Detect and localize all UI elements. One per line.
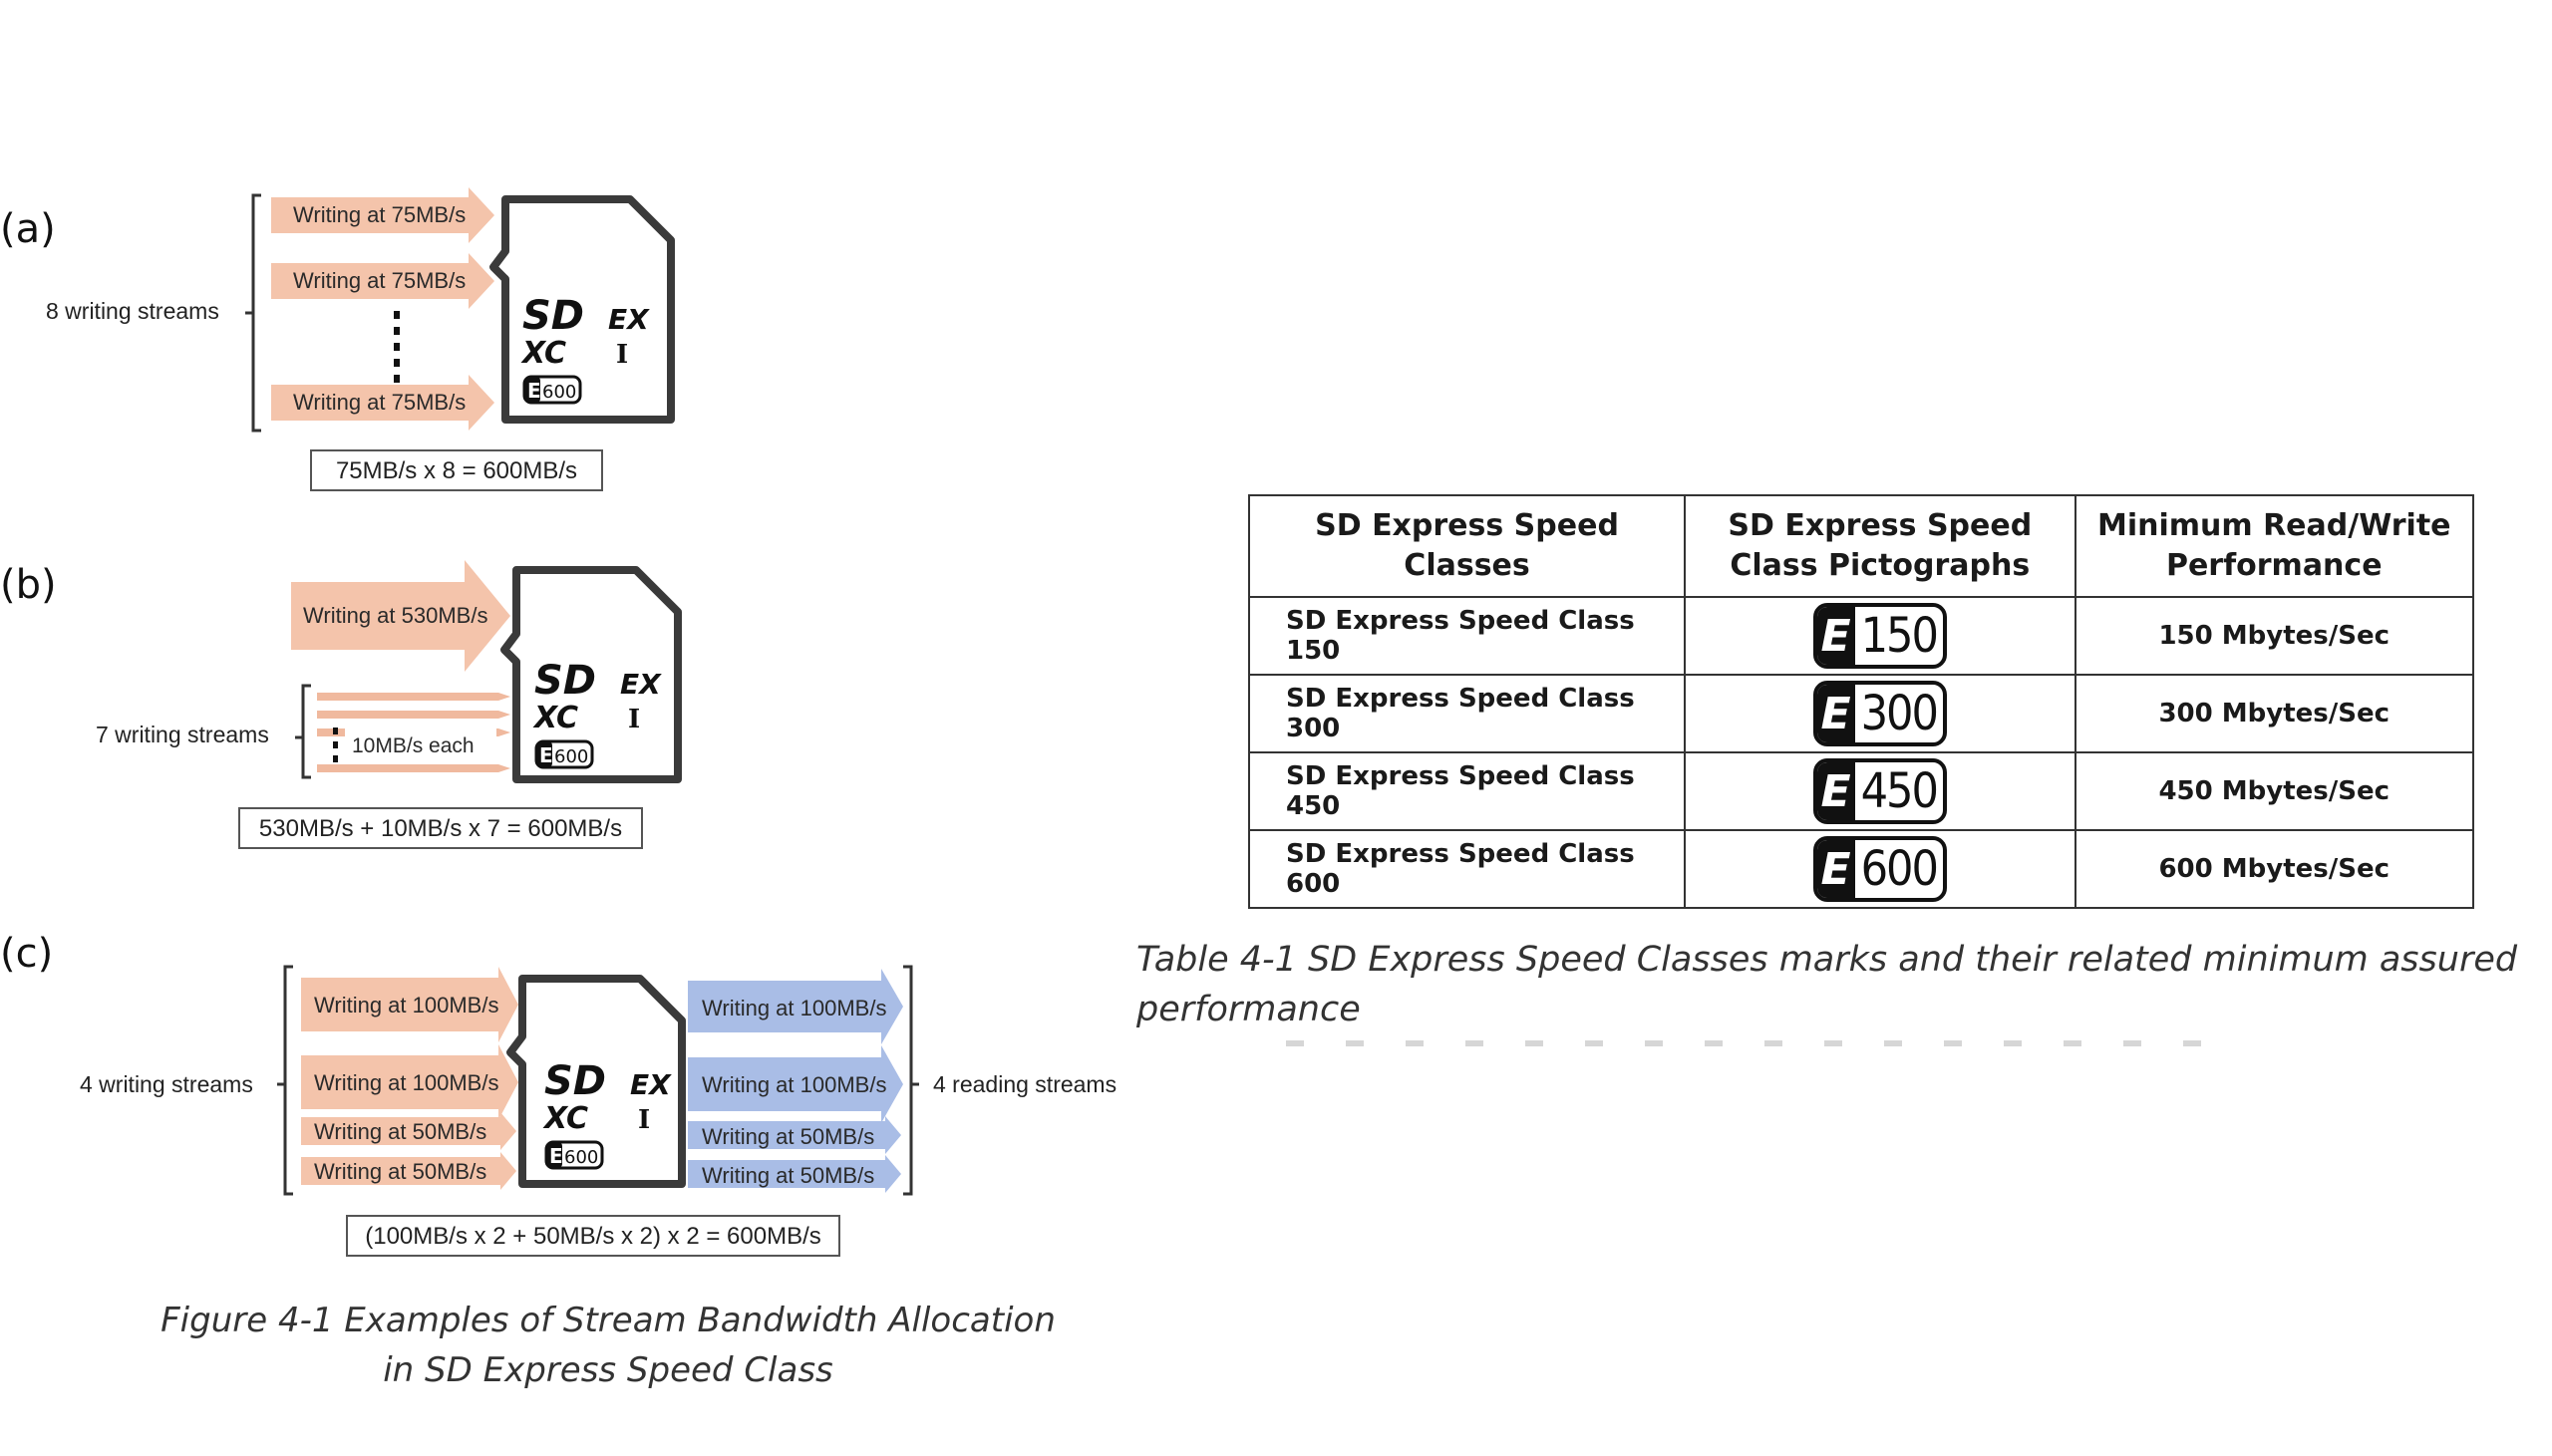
panel-b: (b) Writing at 530MB/s 7 writing streams… [0, 560, 682, 849]
panel-b-big-arrow-label: Writing at 530MB/s [303, 603, 487, 628]
panel-b-note-bg [345, 728, 496, 762]
panel-c-read-arrow-1-label: Writing at 100MB/s [702, 996, 886, 1020]
speed-class-name: SD Express Speed Class 450 [1247, 751, 1687, 831]
panel-b-label: (b) [0, 562, 57, 608]
pictograph-number: 150 [1860, 608, 1939, 664]
panel-a-arrow-2-label: Writing at 75MB/s [293, 268, 466, 293]
panel-c-read-arrow-3-label: Writing at 50MB/s [702, 1124, 874, 1149]
pictograph-e: E [1816, 685, 1855, 742]
table-header-pictographs: SD Express Speed Class Pictographs [1684, 494, 2076, 598]
panel-b-big-arrow [291, 560, 510, 672]
pictograph-number: 450 [1860, 763, 1939, 819]
panel-c-read-arrow-1 [688, 969, 903, 1044]
panel-c: (c) 4 writing streams 4 reading streams … [0, 931, 1116, 1257]
panel-c-right-bracket [903, 965, 919, 1196]
panel-c-write-arrow-4-label: Writing at 50MB/s [314, 1159, 486, 1184]
panel-a-ellipsis [394, 311, 400, 383]
panel-a-equation-box [310, 449, 603, 491]
table-header-row: SD Express Speed Classes SD Express Spee… [1247, 494, 2475, 598]
panel-c-write-arrow-2-label: Writing at 100MB/s [314, 1070, 498, 1095]
panel-c-read-arrow-4-label: Writing at 50MB/s [702, 1163, 874, 1188]
panel-c-write-arrow-2 [301, 1044, 518, 1120]
stream-allocation-figure: SD XC EX I E 600 (a) 8 writing streams W… [0, 187, 1116, 1257]
pictograph-number: 600 [1860, 841, 1939, 897]
faded-text-line [1286, 1040, 2213, 1046]
panel-c-read-arrow-3 [688, 1116, 901, 1154]
table-header-classes: SD Express Speed Classes [1247, 494, 1687, 598]
panel-c-right-label: 4 reading streams [933, 1071, 1116, 1097]
panel-c-write-arrow-4 [301, 1152, 516, 1190]
panel-c-write-arrow-3 [301, 1112, 516, 1150]
panel-c-read-arrow-2-label: Writing at 100MB/s [702, 1072, 886, 1097]
panel-c-equation-box [346, 1215, 840, 1257]
panel-c-write-arrow-1 [301, 967, 518, 1042]
panel-c-label: (c) [0, 931, 53, 977]
pictograph-e: E [1816, 762, 1855, 820]
speed-class-performance: 150 Mbytes/Sec [2074, 596, 2475, 676]
panel-c-left-label: 4 writing streams [80, 1071, 253, 1097]
speed-class-name: SD Express Speed Class 600 [1247, 829, 1687, 909]
panel-b-note: 10MB/s each [352, 734, 475, 757]
speed-class-name: SD Express Speed Class 300 [1247, 674, 1687, 753]
panel-a-equation: 75MB/s x 8 = 600MB/s [336, 457, 577, 484]
panel-b-equation: 530MB/s + 10MB/s x 7 = 600MB/s [259, 815, 622, 842]
figure-caption-line-1: Figure 4-1 Examples of Stream Bandwidth … [160, 1301, 1056, 1340]
panel-a-bracket [245, 193, 261, 433]
panel-c-read-arrow-2 [688, 1045, 903, 1123]
speed-class-name: SD Express Speed Class 150 [1247, 596, 1687, 676]
panel-a-arrow-2 [271, 253, 494, 309]
pictograph-number: 300 [1860, 686, 1939, 741]
speed-class-performance: 450 Mbytes/Sec [2074, 751, 2475, 831]
speed-class-performance: 300 Mbytes/Sec [2074, 674, 2475, 753]
figure-caption-line-2: in SD Express Speed Class [383, 1350, 833, 1390]
panel-c-write-arrow-1-label: Writing at 100MB/s [314, 993, 498, 1018]
panel-c-write-arrow-3-label: Writing at 50MB/s [314, 1119, 486, 1144]
panel-a-streams-label: 8 writing streams [46, 298, 219, 324]
panel-a-label: (a) [0, 206, 56, 252]
panel-a-arrow-3-label: Writing at 75MB/s [293, 390, 466, 415]
table-header-performance: Minimum Read/Write Performance [2074, 494, 2475, 598]
panel-b-bracket [295, 684, 311, 779]
panel-a-arrow-1-label: Writing at 75MB/s [293, 202, 466, 227]
panel-b-streams-label: 7 writing streams [96, 722, 269, 747]
panel-c-left-bracket [277, 965, 293, 1196]
table-caption: Table 4-1 SD Express Speed Classes marks… [1136, 940, 2518, 1029]
speed-class-performance: 600 Mbytes/Sec [2074, 829, 2475, 909]
panel-c-equation: (100MB/s x 2 + 50MB/s x 2) x 2 = 600MB/s [365, 1223, 821, 1250]
panel-a: (a) 8 writing streams Writing at 75MB/s … [0, 187, 675, 491]
panel-a-arrow-3 [271, 375, 494, 431]
panel-b-ellipsis [333, 728, 338, 762]
panel-a-arrow-1 [271, 187, 494, 243]
pictograph-e: E [1816, 840, 1855, 898]
pictograph-e: E [1816, 607, 1855, 665]
panel-b-equation-box [238, 807, 643, 849]
speed-class-table: SD Express Speed Classes SD Express Spee… [1247, 494, 2475, 909]
figure-caption: Figure 4-1 Examples of Stream Bandwidth … [160, 1296, 1057, 1395]
panel-c-read-arrow-4 [688, 1155, 901, 1193]
